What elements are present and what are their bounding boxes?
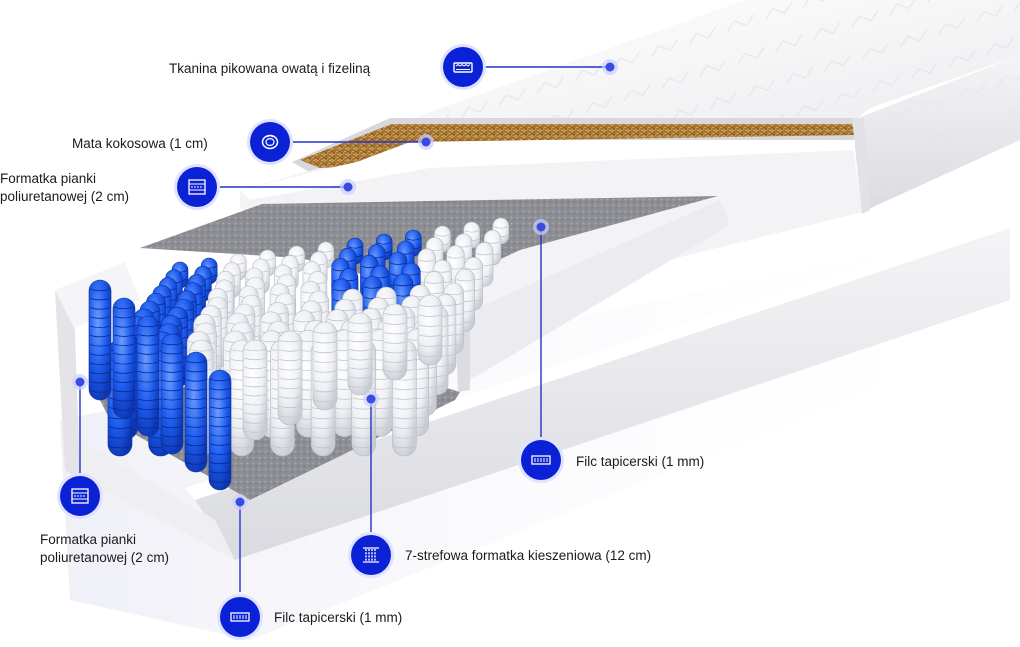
white-pocket-spring: [277, 330, 303, 426]
pocket-spring-icon: [351, 535, 391, 575]
felt-icon: [220, 597, 260, 637]
blue-pocket-spring: [136, 315, 160, 437]
callout-label-quilted-fabric: Tkanina pikowana owatą i fizeliną: [169, 61, 371, 76]
foam-layer-icon: [60, 476, 100, 516]
anchor-dots: [72, 59, 618, 510]
callout-label-foam-side: Formatka pianki poliuretanowej (2 cm): [40, 531, 169, 567]
blue-pocket-spring: [88, 279, 112, 401]
white-pocket-spring: [242, 339, 268, 441]
quilted-cover: [385, 0, 1020, 212]
blue-pocket-spring: [184, 351, 208, 473]
quilted-fabric-icon: [443, 47, 483, 87]
callout-label-coconut-mat: Mata kokosowa (1 cm): [72, 136, 208, 151]
label-line: Formatka pianki: [40, 532, 137, 547]
white-pocket-spring: [417, 294, 443, 366]
white-pocket-spring: [312, 321, 338, 411]
blue-pocket-spring: [160, 333, 184, 455]
felt-icon: [521, 440, 561, 480]
white-pocket-spring: [382, 303, 408, 381]
foam-layer-icon: [177, 167, 217, 207]
blue-pocket-spring: [112, 297, 136, 419]
label-line: Formatka pianki: [0, 171, 97, 186]
leader-lines: [79, 66, 610, 592]
blue-pocket-spring: [208, 369, 232, 491]
callout-label-felt-right: Filc tapicerski (1 mm): [576, 454, 705, 469]
callout-label-pocket-springs: 7-strefowa formatka kieszeniowa (12 cm): [405, 548, 652, 563]
coconut-mat-layer: [292, 118, 860, 178]
coconut-icon: [250, 122, 290, 162]
white-pocket-spring: [347, 312, 373, 396]
callout-label-foam-top: Formatka pianki poliuretanowej (2 cm): [0, 170, 129, 206]
callout-label-felt-bottom: Filc tapicerski (1 mm): [274, 610, 403, 625]
pocket-springs-layer: [88, 217, 510, 491]
label-line: poliuretanowej (2 cm): [40, 550, 170, 565]
label-line: poliuretanowej (2 cm): [0, 189, 130, 204]
